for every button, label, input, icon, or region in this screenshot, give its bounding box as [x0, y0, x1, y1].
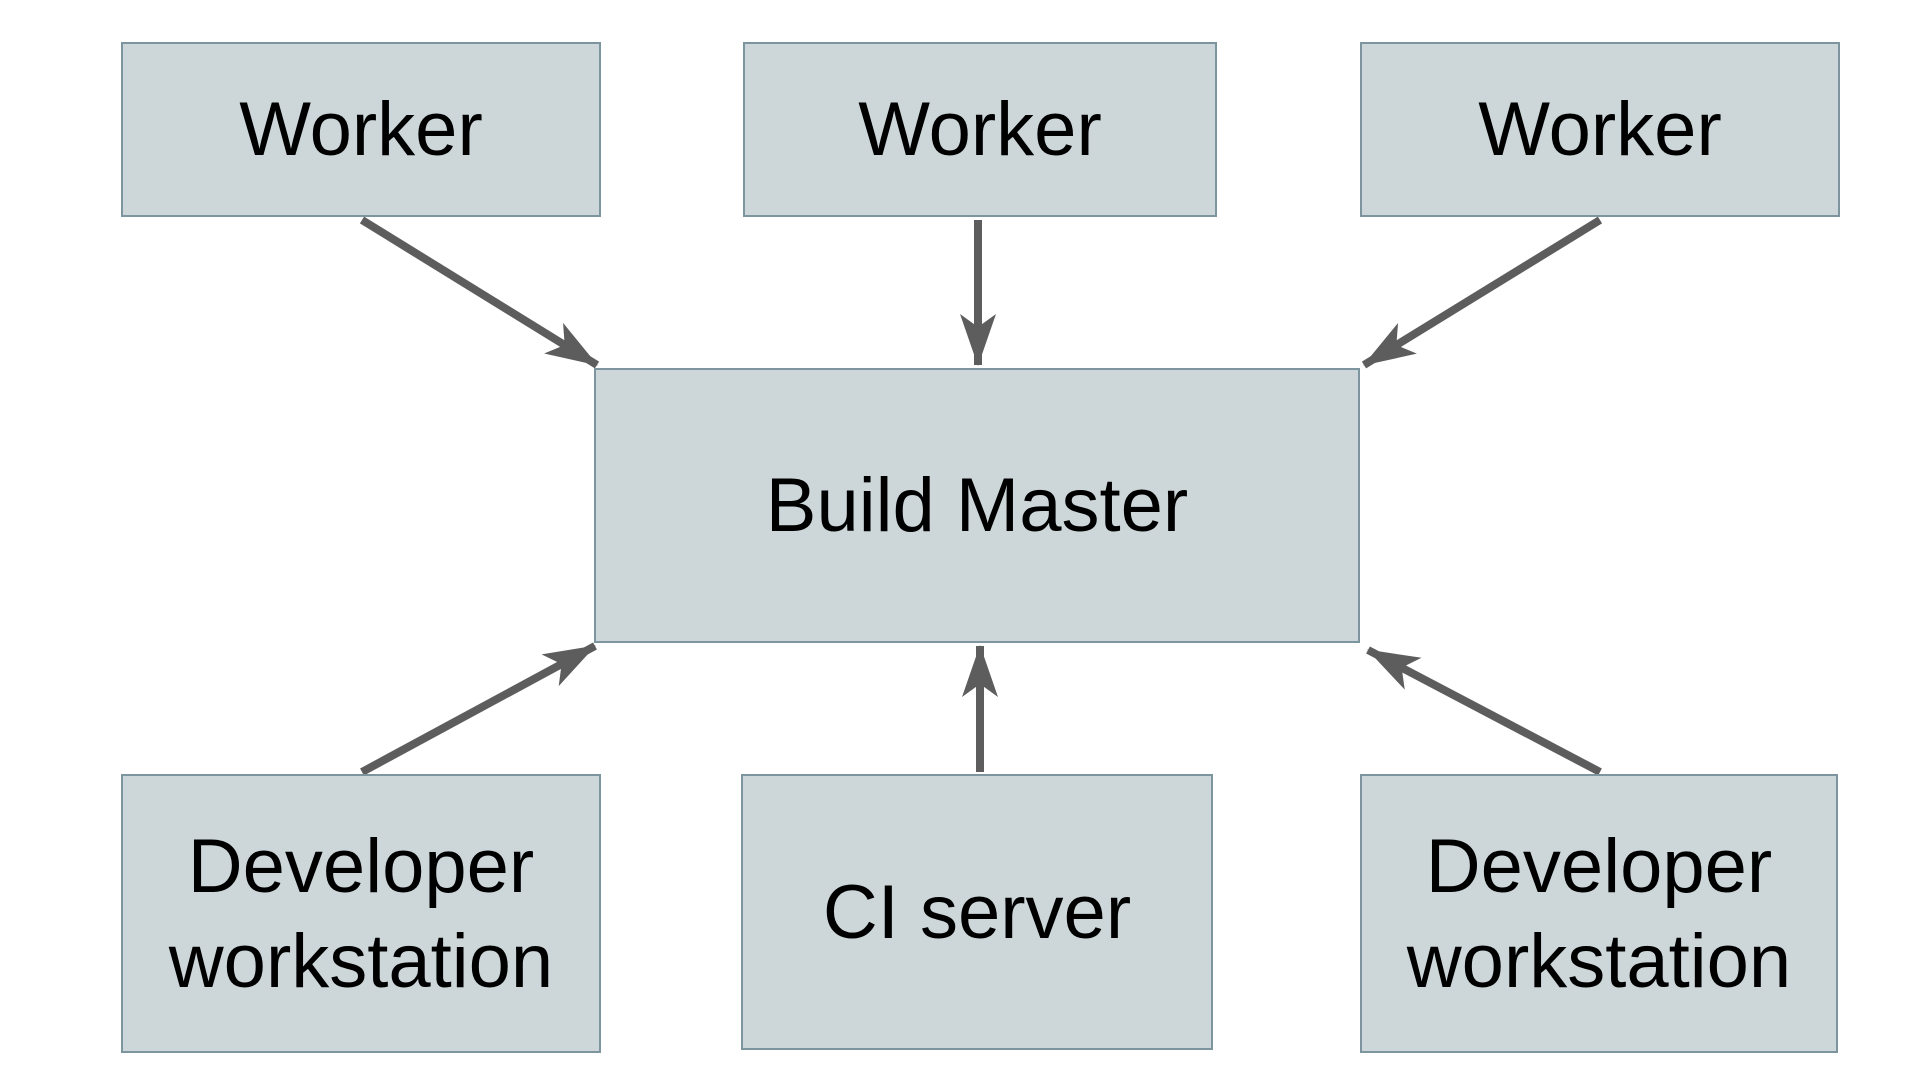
- arrow-dev-ws-left-to-build-master: [360, 642, 597, 776]
- node-worker-top-center: Worker: [743, 42, 1217, 217]
- node-ci-server: CI server: [741, 774, 1213, 1050]
- arrow-dev-ws-right-to-build-master: [1366, 646, 1602, 776]
- node-worker-top-right: Worker: [1360, 42, 1840, 217]
- node-ci-server-label: CI server: [822, 869, 1132, 955]
- arrow-worker-left-to-build-master: [359, 216, 600, 369]
- node-worker-top-left: Worker: [121, 42, 601, 217]
- node-build-master-label: Build Master: [765, 463, 1189, 548]
- node-developer-workstation-right-label: Developer workstation: [1406, 823, 1792, 1004]
- node-worker-top-center-label: Worker: [858, 87, 1102, 172]
- node-worker-top-left-label: Worker: [239, 87, 483, 172]
- node-build-master: Build Master: [594, 368, 1360, 643]
- node-developer-workstation-right: Developer workstation: [1360, 774, 1838, 1053]
- arrow-worker-right-to-build-master: [1361, 216, 1603, 369]
- node-developer-workstation-left: Developer workstation: [121, 774, 601, 1053]
- node-worker-top-right-label: Worker: [1478, 87, 1722, 172]
- node-developer-workstation-left-label: Developer workstation: [168, 823, 554, 1004]
